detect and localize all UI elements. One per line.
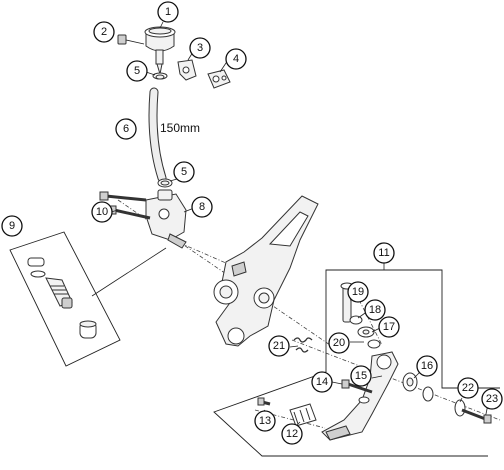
shift-lever	[321, 351, 399, 441]
svg-text:3: 3	[197, 42, 203, 54]
callout-5-lower: 5	[173, 161, 195, 183]
svg-text:16: 16	[421, 360, 433, 372]
callout-10: 10	[91, 201, 113, 223]
callout-19: 19	[347, 281, 369, 303]
callout-4: 4	[225, 48, 247, 70]
reservoir-clamp	[207, 69, 231, 89]
svg-text:5: 5	[181, 166, 187, 178]
svg-text:19: 19	[352, 286, 364, 298]
callout-22: 22	[457, 377, 479, 399]
callout-13: 13	[254, 410, 276, 432]
callout-2: 2	[93, 21, 115, 43]
hose-clip-upper	[152, 72, 168, 80]
callout-17: 17	[378, 316, 400, 338]
return-spring	[293, 337, 313, 353]
svg-text:4: 4	[233, 53, 239, 65]
washer-set	[349, 315, 381, 349]
svg-text:11: 11	[378, 247, 389, 259]
reservoir-bracket	[177, 59, 197, 81]
callout-18: 18	[364, 299, 386, 321]
svg-text:22: 22	[462, 382, 474, 394]
callout-14: 14	[311, 371, 333, 393]
svg-text:14: 14	[316, 376, 328, 388]
callout-6: 6	[115, 118, 137, 140]
svg-text:20: 20	[333, 337, 345, 349]
repair-kit-box	[9, 231, 167, 367]
pivot-bushing	[402, 372, 434, 402]
lever-bolts	[341, 379, 373, 404]
footrest-bracket	[213, 195, 319, 347]
callout-1: 1	[157, 1, 179, 23]
reservoir-hose	[148, 87, 167, 183]
svg-text:10: 10	[96, 206, 108, 218]
callout-20: 20	[328, 332, 350, 354]
svg-text:17: 17	[383, 321, 395, 333]
callout-23: 23	[481, 388, 503, 410]
svg-text:6: 6	[123, 123, 129, 135]
callout-15: 15	[350, 365, 372, 387]
callout-3: 3	[189, 37, 211, 59]
callout-8: 8	[191, 196, 213, 218]
reservoir-screw	[117, 34, 145, 45]
fluid-reservoir	[144, 26, 176, 75]
hose-clip-lower	[157, 178, 173, 188]
callout-12: 12	[281, 423, 303, 445]
svg-text:23: 23	[486, 393, 498, 405]
hose-length-label: 150mm	[160, 121, 200, 135]
svg-text:8: 8	[199, 201, 205, 213]
svg-text:18: 18	[369, 304, 381, 316]
callout-21: 21	[268, 335, 290, 357]
svg-text:12: 12	[286, 428, 298, 440]
svg-text:2: 2	[101, 26, 107, 38]
outer-washer-bolt	[454, 399, 492, 424]
master-cylinder	[145, 189, 187, 249]
callout-11: 11	[373, 242, 395, 264]
svg-text:15: 15	[355, 370, 367, 382]
svg-text:1: 1	[165, 6, 171, 18]
svg-text:21: 21	[273, 340, 285, 352]
toe-peg	[257, 397, 317, 427]
svg-text:13: 13	[259, 415, 271, 427]
callout-9: 9	[1, 215, 23, 237]
callout-5-upper: 5	[126, 60, 148, 82]
svg-text:9: 9	[9, 220, 15, 232]
callout-16: 16	[416, 355, 438, 377]
svg-text:5: 5	[134, 65, 140, 77]
